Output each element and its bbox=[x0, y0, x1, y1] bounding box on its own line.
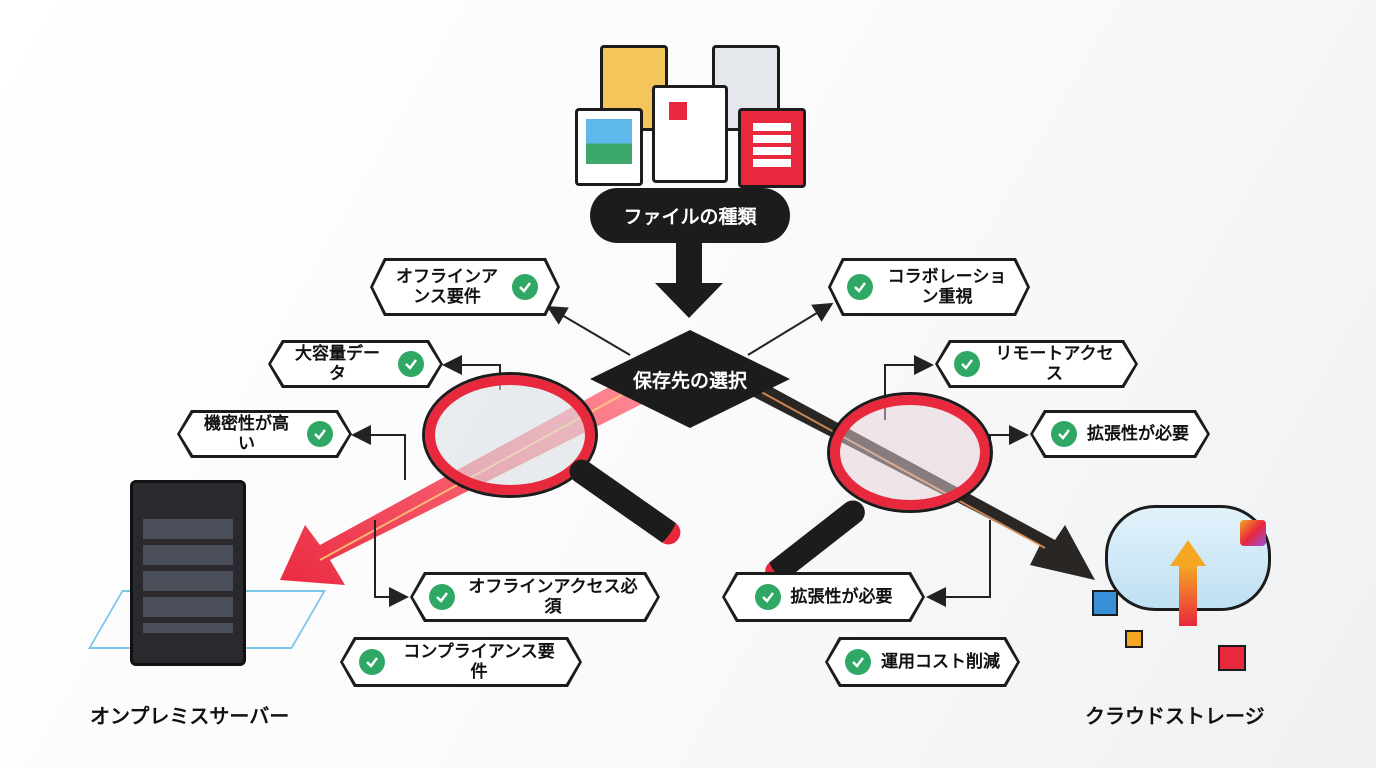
tag-collaboration: コラボレーション重視 bbox=[828, 258, 1030, 316]
upload-arrow-shaft bbox=[1179, 566, 1197, 626]
data-block-orange-icon bbox=[1125, 630, 1143, 648]
check-icon bbox=[429, 584, 455, 610]
on-premise-title: オンプレミスサーバー bbox=[90, 704, 290, 728]
image-badge-icon bbox=[1240, 520, 1266, 546]
red-spreadsheet-icon bbox=[738, 108, 806, 188]
tag-large-data: 大容量データ bbox=[268, 340, 443, 388]
tag-cost-reduction: 運用コスト削減 bbox=[825, 637, 1020, 687]
storage-choice-label: 保存先の選択 bbox=[632, 369, 747, 392]
server-icon bbox=[130, 480, 246, 666]
magnifier-left-icon bbox=[422, 372, 598, 498]
text-document-icon bbox=[652, 85, 728, 183]
check-icon bbox=[359, 649, 385, 675]
data-block-red-icon bbox=[1218, 645, 1246, 671]
tag-offline-access-required: オフラインアクセス必須 bbox=[410, 572, 660, 622]
check-icon bbox=[1051, 421, 1077, 447]
check-icon bbox=[954, 351, 980, 377]
check-icon bbox=[847, 274, 873, 300]
check-icon bbox=[512, 274, 538, 300]
magnifier-right-icon bbox=[827, 392, 993, 513]
check-icon bbox=[307, 421, 333, 447]
check-icon bbox=[755, 584, 781, 610]
tag-remote-access: リモートアクセス bbox=[935, 340, 1138, 388]
tag-scalability-left: 拡張性が必要 bbox=[722, 572, 925, 622]
tag-offline-requirement: オフラインアンス要件 bbox=[370, 258, 560, 316]
check-icon bbox=[845, 649, 871, 675]
image-file-icon bbox=[575, 108, 643, 186]
tag-compliance: コンプライアンス要件 bbox=[340, 637, 582, 687]
cloud-storage-title: クラウドストレージ bbox=[1085, 704, 1265, 728]
check-icon bbox=[398, 351, 424, 377]
tag-scalability-right: 拡張性が必要 bbox=[1030, 410, 1210, 458]
tag-high-confidentiality: 機密性が高い bbox=[177, 410, 352, 458]
upload-arrow-icon bbox=[1170, 540, 1206, 566]
data-block-blue-icon bbox=[1092, 590, 1118, 616]
file-types-label: ファイルの種類 bbox=[590, 188, 790, 243]
